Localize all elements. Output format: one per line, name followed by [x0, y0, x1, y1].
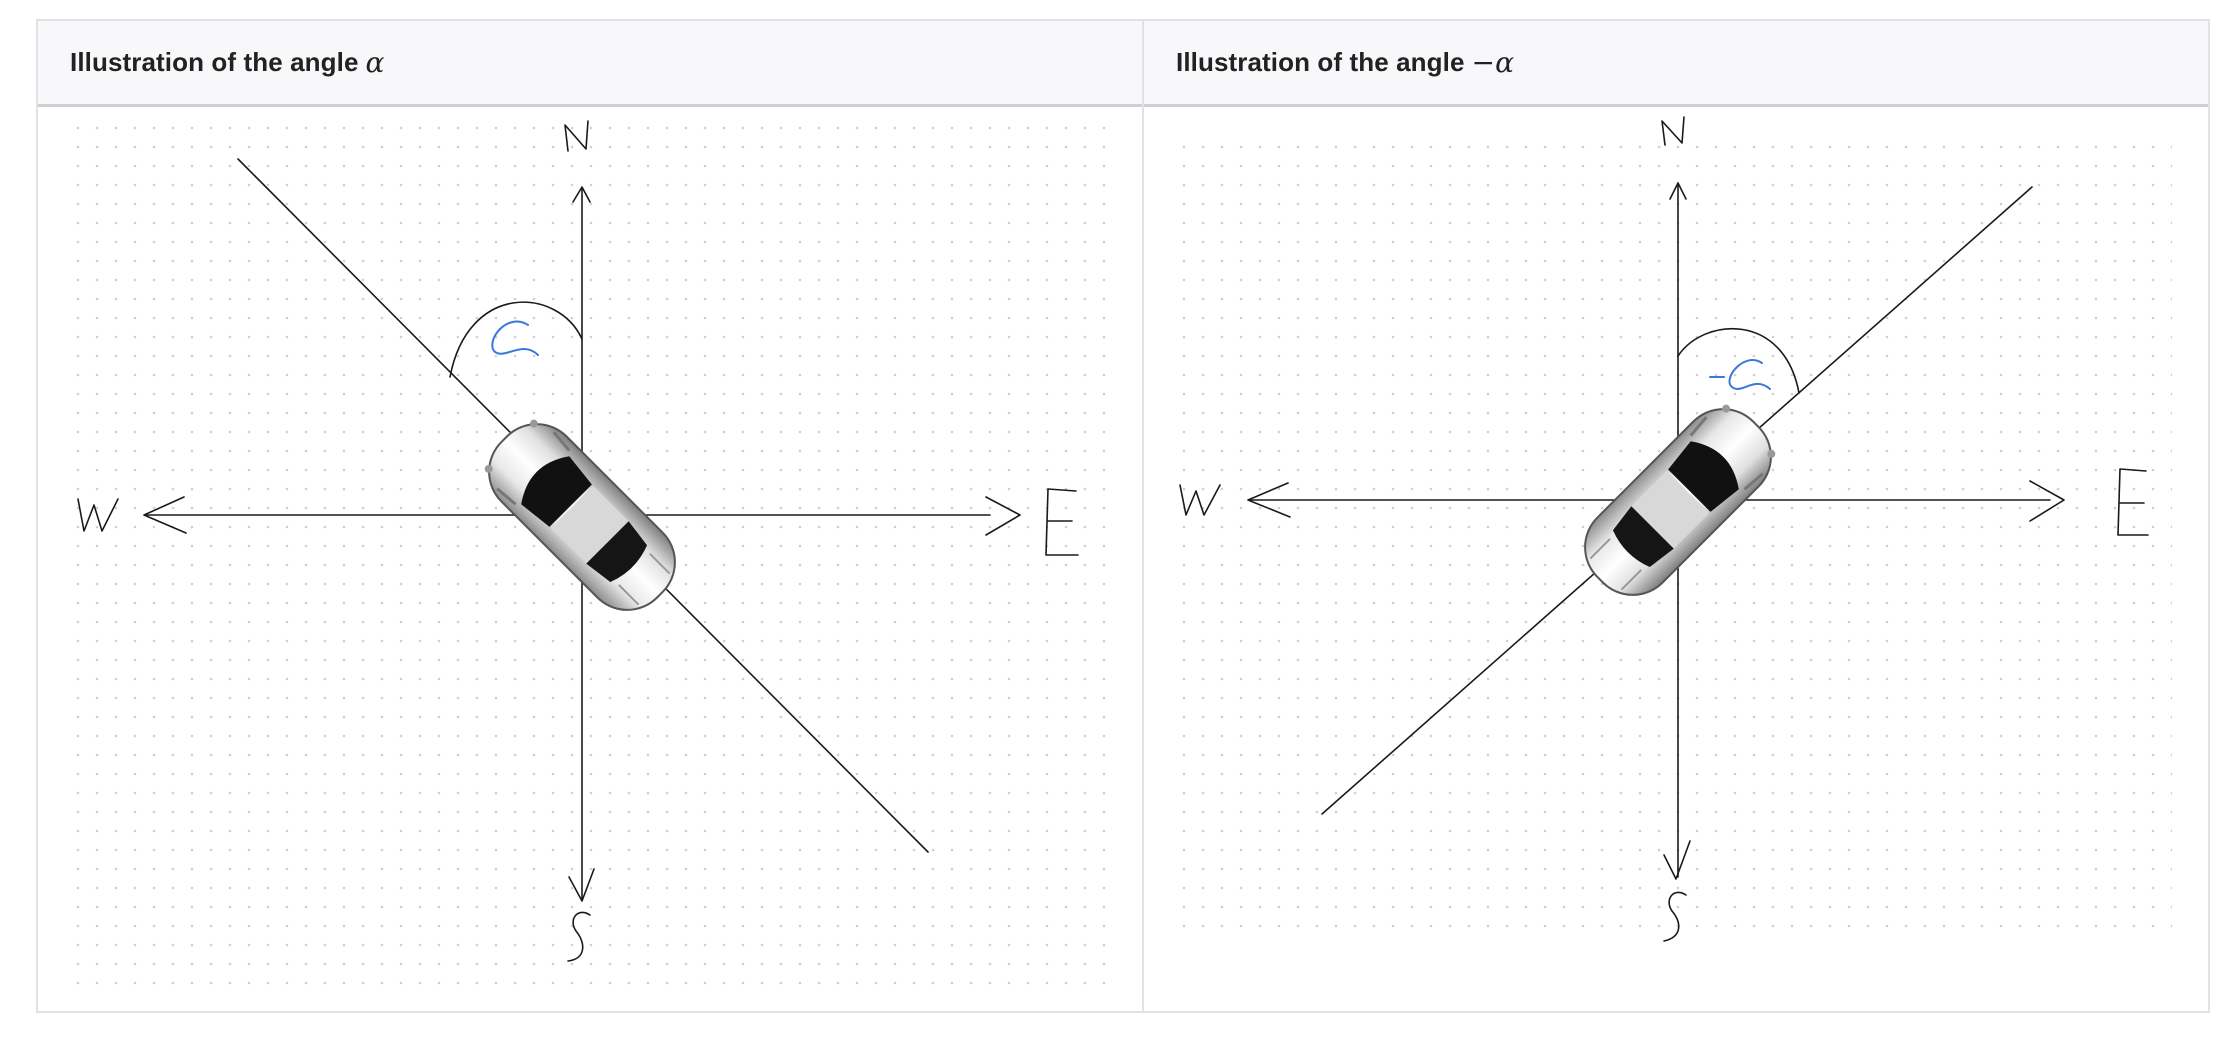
compass-diagram-alpha — [74, 120, 1112, 991]
west-arrowhead — [143, 496, 187, 534]
minus-alpha-angle-label — [1709, 359, 1771, 390]
car-top-view-icon — [1584, 404, 1776, 596]
column-header-label: Illustration of the angle — [1176, 47, 1465, 77]
south-label-glyph — [1663, 891, 1687, 942]
west-label-glyph — [77, 498, 119, 532]
west-arrowhead — [1247, 482, 1291, 518]
car-top-view-icon — [484, 419, 676, 611]
compass-diagram-minus-alpha — [1172, 116, 2172, 942]
east-label-glyph — [1045, 488, 1079, 556]
column-header-minus-alpha: Illustration of the angle −α — [1144, 21, 2210, 104]
angle-arc — [449, 301, 583, 378]
column-header-symbol: −α — [1471, 46, 1515, 79]
illustration-table: Illustration of the angle α Illustration… — [36, 19, 2210, 1013]
north-arrowhead — [1669, 182, 1687, 200]
west-label-glyph — [1179, 484, 1221, 516]
south-arrowhead — [1663, 840, 1691, 880]
east-arrowhead — [985, 496, 1021, 536]
column-divider — [1142, 21, 1144, 1011]
angle-arc — [1677, 328, 1800, 394]
south-label-glyph — [567, 911, 591, 962]
diagram-cell-minus-alpha — [1144, 107, 2210, 1011]
south-arrowhead — [568, 868, 595, 902]
column-header-alpha: Illustration of the angle α — [38, 21, 1144, 104]
east-arrowhead — [2029, 480, 2065, 522]
column-header-symbol: α — [365, 46, 385, 79]
table-header-row: Illustration of the angle α Illustration… — [38, 21, 2208, 107]
north-arrowhead — [572, 186, 591, 203]
alpha-angle-label — [491, 320, 539, 356]
east-label-glyph — [2117, 468, 2149, 536]
north-label-glyph — [564, 120, 589, 152]
diagram-cell-alpha — [38, 107, 1142, 1011]
north-label-glyph — [1661, 116, 1685, 146]
column-header-label: Illustration of the angle — [70, 47, 359, 77]
